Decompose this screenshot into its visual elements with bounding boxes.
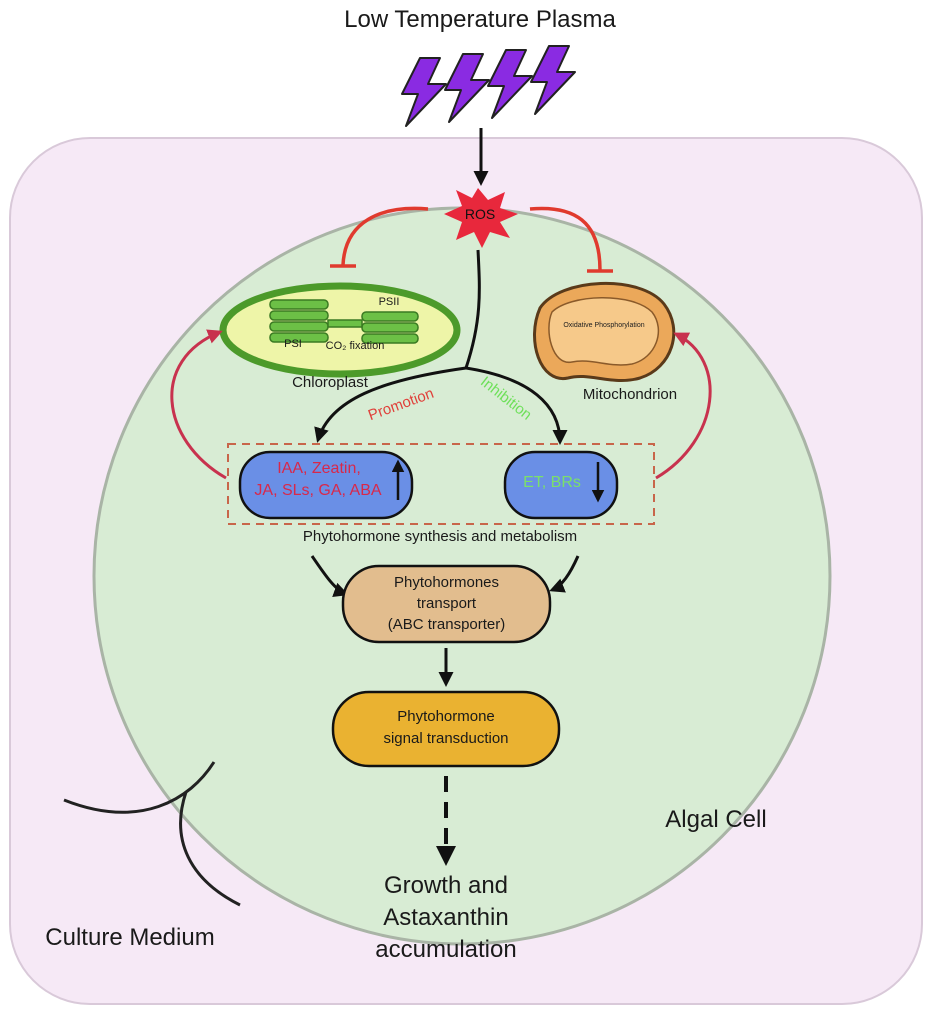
- chloroplast-label: Chloroplast: [292, 374, 368, 391]
- feedback-arrow-mito: [655, 332, 712, 480]
- psi-label: PSI: [284, 338, 302, 350]
- co2-fixation-label: CO₂ fixation: [325, 340, 385, 352]
- chloroplast: [219, 282, 461, 378]
- promoted-hormones-box: [238, 450, 414, 520]
- transport-line3: (ABC transporter): [387, 616, 506, 633]
- signal-line1: Phytohormone: [397, 708, 495, 725]
- outcome-line2: Astaxanthin: [383, 904, 509, 931]
- outcome-line3: accumulation: [375, 936, 517, 963]
- inhibit-chloroplast-line: [341, 206, 429, 266]
- signal-line2: signal transduction: [383, 730, 509, 747]
- psii-label: PSII: [378, 296, 400, 308]
- arrow-inhibition: [465, 366, 568, 445]
- synthesis-label: Phytohormone synthesis and metabolism: [302, 528, 578, 545]
- arrow-to-transport-right: [549, 555, 580, 593]
- mitochondrion: [533, 281, 676, 383]
- transport-line2: transport: [416, 595, 477, 612]
- inhibited-hormones-label: ET, BRs: [523, 474, 581, 491]
- lightning-icon: [401, 45, 576, 127]
- phytohormone-synthesis-box: [227, 443, 655, 525]
- transport-line1: Phytohormones: [393, 574, 500, 591]
- promoted-hormones-line1: IAA, Zeatin,: [277, 460, 361, 477]
- feedback-arrow-chloroplast: [170, 329, 227, 480]
- signal-transduction-box: [331, 690, 561, 768]
- ros-label: ROS: [464, 206, 496, 222]
- culture-medium-pointer-2: [179, 791, 241, 907]
- transport-box: [341, 564, 552, 644]
- mitochondrion-label: Mitochondrion: [582, 386, 678, 403]
- culture-medium-label: Culture Medium: [45, 924, 215, 951]
- inhibit-mito-line: [529, 206, 602, 271]
- algal-cell-label: Algal Cell: [665, 806, 767, 833]
- arrow-promotion: [314, 366, 467, 443]
- ros-pathway-line: [464, 249, 481, 369]
- promoted-hormones-line2: JA, SLs, GA, ABA: [254, 482, 382, 499]
- diagram-title: Low Temperature Plasma: [344, 6, 616, 33]
- outcome-line1: Growth and: [383, 872, 509, 899]
- mito-inner-label: Oxidative Phosphorylation: [563, 322, 645, 329]
- ros-star-icon: [444, 188, 518, 248]
- inhibited-hormones-box: [503, 450, 619, 520]
- culture-medium-pointer: [63, 761, 216, 814]
